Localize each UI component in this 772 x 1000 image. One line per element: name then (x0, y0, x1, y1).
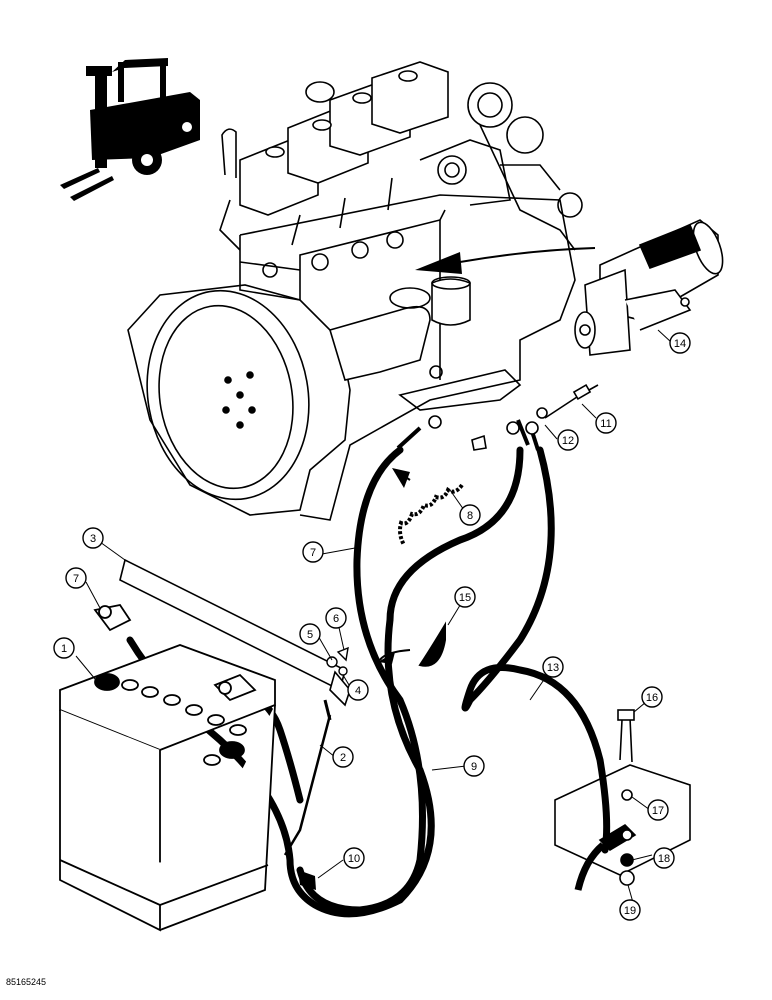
battery (59, 644, 276, 932)
callout-circle (302, 541, 324, 563)
arrowhead-icon (415, 252, 462, 274)
callout-c14: 14 (669, 332, 691, 354)
cable-lugs (396, 383, 599, 451)
callout-c1: 1 (53, 637, 75, 659)
starter-motor (574, 219, 724, 356)
callout-circle (332, 746, 354, 768)
callout-c15: 15 (454, 586, 476, 608)
callout-c17: 17 (647, 799, 669, 821)
callout-number: 10 (348, 853, 360, 865)
callout-c10: 10 (343, 847, 365, 869)
battery-hold-down (119, 558, 351, 856)
starter-location-arrow (459, 247, 596, 263)
callout-number: 13 (547, 662, 559, 674)
callout-circle (557, 429, 579, 451)
callout-c9: 9 (463, 755, 485, 777)
battery-terminal-clamps (93, 603, 257, 702)
callout-number: 17 (652, 805, 664, 817)
callout-circle (347, 679, 369, 701)
hold-down-hardware (326, 646, 349, 676)
callout-c6: 6 (325, 607, 347, 629)
callout-number: 7 (310, 547, 316, 559)
wire-loom-spring (398, 483, 464, 546)
callout-circle (343, 847, 365, 869)
callout-number: 18 (658, 853, 670, 865)
callout-number: 16 (646, 692, 658, 704)
frame-ground-bracket (554, 709, 691, 891)
callout-number: 6 (333, 613, 339, 625)
callout-number: 2 (340, 752, 346, 764)
callout-c12: 12 (557, 429, 579, 451)
callout-number: 4 (355, 685, 361, 697)
callout-c7b: 7 (302, 541, 324, 563)
callout-c16: 16 (641, 686, 663, 708)
callout-circle (669, 332, 691, 354)
callout-c2: 2 (332, 746, 354, 768)
callout-number: 5 (307, 629, 313, 641)
callout-circle (641, 686, 663, 708)
callout-circle (653, 847, 675, 869)
callout-circle (53, 637, 75, 659)
callout-c8: 8 (459, 504, 481, 526)
cable-band (298, 870, 316, 890)
callout-c5: 5 (299, 623, 321, 645)
callout-circle (463, 755, 485, 777)
callout-circle (595, 412, 617, 434)
callout-number: 12 (562, 435, 574, 447)
callout-c18: 18 (653, 847, 675, 869)
callout-number: 9 (471, 761, 477, 773)
callout-circle (619, 899, 641, 921)
callout-number: 3 (90, 533, 96, 545)
engine-block (127, 61, 583, 521)
callout-c11: 11 (595, 412, 617, 434)
callout-number: 15 (459, 592, 471, 604)
forklift-icon (60, 58, 200, 201)
callout-circle (459, 504, 481, 526)
callout-c3: 3 (82, 527, 104, 549)
document-id: 85165245 (6, 977, 47, 987)
callout-circle (299, 623, 321, 645)
callout-c13: 13 (542, 656, 564, 678)
callout-circle (325, 607, 347, 629)
callout-number: 1 (61, 643, 67, 655)
tie-strap (418, 621, 446, 667)
callout-c7a: 7 (65, 567, 87, 589)
callout-number: 11 (600, 418, 611, 430)
callout-number: 8 (467, 510, 473, 522)
callout-circle (542, 656, 564, 678)
callout-circle (82, 527, 104, 549)
callout-circle (647, 799, 669, 821)
callout-number: 7 (73, 573, 79, 585)
callout-circle (65, 567, 87, 589)
callout-c19: 19 (619, 899, 641, 921)
callout-number: 14 (674, 338, 686, 350)
callout-number: 19 (624, 905, 636, 917)
callout-circle (454, 586, 476, 608)
callout-c4: 4 (347, 679, 369, 701)
